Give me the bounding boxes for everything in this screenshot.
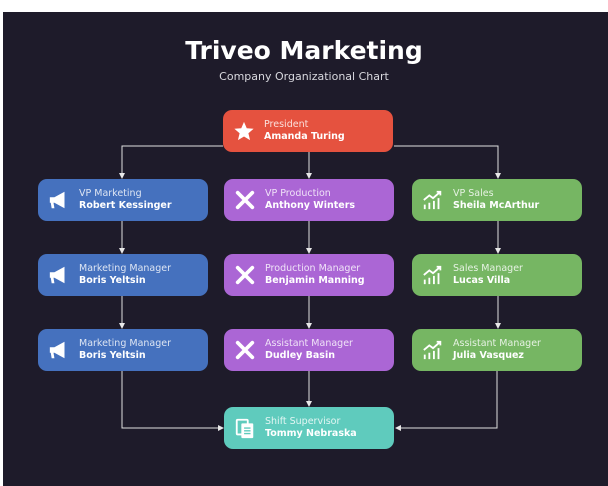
megaphone-icon [49,191,65,209]
growth-chart-icon [423,190,442,210]
growth-chart-icon [423,340,442,360]
node-marketing-manager[interactable]: Marketing Manager Boris Yeltsin [38,254,208,296]
node-assistant-manager-production[interactable]: Assistant Manager Dudley Basin [224,329,394,371]
growth-chart-icon [423,265,442,285]
tools-icon [235,190,255,210]
tools-icon [235,340,255,360]
node-name: Boris Yeltsin [79,275,146,286]
node-name: Julia Vasquez [453,350,524,361]
node-role: Shift Supervisor [265,416,341,427]
node-production-manager[interactable]: Production Manager Benjamin Manning [224,254,394,296]
node-name: Anthony Winters [265,200,356,211]
node-vp-production[interactable]: VP Production Anthony Winters [224,179,394,221]
node-name: Lucas Villa [453,275,511,286]
tools-icon [235,265,255,285]
node-name: Dudley Basin [265,350,335,361]
node-vp-marketing[interactable]: VP Marketing Robert Kessinger [38,179,208,221]
node-marketing-manager-2[interactable]: Marketing Manager Boris Yeltsin [38,329,208,371]
chart-title: Triveo Marketing [185,36,423,65]
chart-subtitle: Company Organizational Chart [219,70,389,83]
node-role: Assistant Manager [453,338,541,349]
node-role: VP Production [265,188,331,199]
node-name: Benjamin Manning [265,275,365,286]
node-role: Marketing Manager [79,263,172,274]
node-name: Robert Kessinger [79,200,172,211]
megaphone-icon [49,266,65,284]
node-role: President [264,119,309,130]
node-role: VP Sales [453,188,494,199]
node-shift-supervisor[interactable]: Shift Supervisor Tommy Nebraska [224,407,394,449]
node-role: Sales Manager [453,263,523,274]
star-icon [234,121,254,141]
node-sales-manager[interactable]: Sales Manager Lucas Villa [412,254,582,296]
megaphone-icon [49,341,65,359]
clipboard-icon [235,418,254,439]
node-role: Assistant Manager [265,338,353,349]
node-name: Boris Yeltsin [79,350,146,361]
node-name: Amanda Turing [264,131,345,142]
node-president[interactable]: President Amanda Turing [223,110,393,152]
node-role: Marketing Manager [79,338,172,349]
node-vp-sales[interactable]: VP Sales Sheila McArthur [412,179,582,221]
node-name: Tommy Nebraska [265,428,357,439]
node-assistant-manager-sales[interactable]: Assistant Manager Julia Vasquez [412,329,582,371]
node-name: Sheila McArthur [453,200,540,211]
node-role: VP Marketing [79,188,142,199]
node-role: Production Manager [265,263,361,274]
